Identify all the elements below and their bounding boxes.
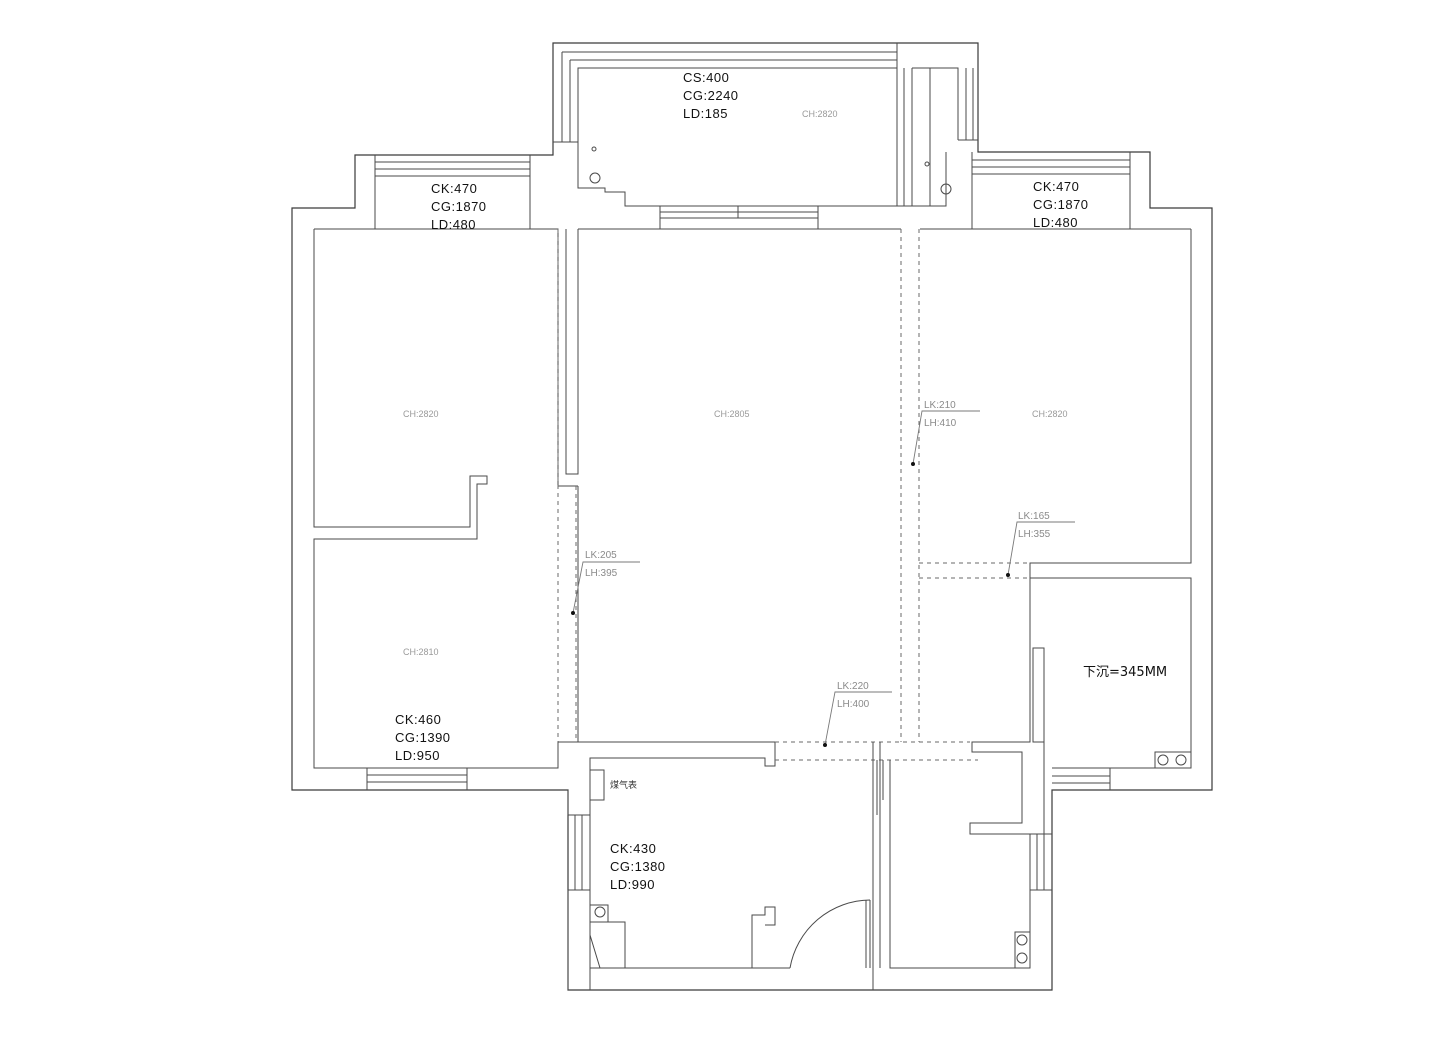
- nw-window-spec-1: CK:470: [431, 181, 477, 196]
- living-ceiling-height: CH:2805: [714, 409, 750, 419]
- beam-corridor-lh: LH:355: [1018, 529, 1051, 540]
- balcony-window-spec-3: LD:185: [683, 106, 728, 121]
- ne-window-spec-3: LD:480: [1033, 215, 1078, 230]
- utility-room: [872, 742, 1052, 990]
- ne-window-spec-2: CG:1870: [1033, 197, 1089, 212]
- beam-right-lk: LK:210: [924, 400, 956, 411]
- outer-wall: [291, 42, 1213, 991]
- beam-corridor-lk: LK:165: [1018, 511, 1050, 522]
- sw-window-spec-2: CG:1390: [395, 730, 451, 745]
- bathroom: 下沉=345MM: [969, 578, 1192, 835]
- beam-bottom-lk: LK:220: [837, 681, 869, 692]
- nw-ceiling-height: CH:2820: [403, 409, 439, 419]
- kitchen-window-spec-1: CK:430: [610, 841, 656, 856]
- balcony: CS:400 CG:2240 LD:185 CH:2820: [553, 43, 978, 229]
- ne-window-spec-1: CK:470: [1033, 179, 1079, 194]
- kitchen-window-spec-3: LD:990: [610, 877, 655, 892]
- sunken-floor-note: 下沉=345MM: [1083, 665, 1167, 680]
- kitchen: 煤气表 CK:430 CG:1380 LD:990: [558, 741, 871, 990]
- beam-annotation-right: LK:210 LH:410: [911, 400, 980, 466]
- gas-meter-label: 煤气表: [610, 779, 637, 791]
- sw-window-spec-1: CK:460: [395, 712, 441, 727]
- nw-window-spec-3: LD:480: [431, 217, 476, 232]
- balcony-window-spec-2: CG:2240: [683, 88, 739, 103]
- balcony-ceiling-height: CH:2820: [802, 109, 838, 119]
- beam-left-lh: LH:395: [585, 568, 618, 579]
- kitchen-window-spec-2: CG:1380: [610, 859, 666, 874]
- beam-annotation-left: LK:205 LH:395: [571, 550, 640, 615]
- bedroom-nw: CK:470 CG:1870 LD:480 CH:2820: [313, 155, 579, 769]
- sw-window-spec-3: LD:950: [395, 748, 440, 763]
- living-room: CH:2805: [557, 228, 1191, 990]
- sw-ceiling-height: CH:2810: [403, 647, 439, 657]
- beam-left-lk: LK:205: [585, 550, 617, 561]
- beam-right-lh: LH:410: [924, 418, 957, 429]
- beam-bottom-lh: LH:400: [837, 699, 870, 710]
- ne-ceiling-height: CH:2820: [1032, 409, 1068, 419]
- bedroom-sw: CH:2810 CK:460 CG:1390 LD:950: [366, 647, 468, 790]
- balcony-window-spec-1: CS:400: [683, 70, 729, 85]
- bedroom-ne: CK:470 CG:1870 LD:480 CH:2820: [971, 152, 1192, 769]
- beam-annotation-corridor: LK:165 LH:355: [1006, 511, 1075, 577]
- nw-window-spec-2: CG:1870: [431, 199, 487, 214]
- beam-annotation-bottom: LK:220 LH:400: [823, 681, 892, 747]
